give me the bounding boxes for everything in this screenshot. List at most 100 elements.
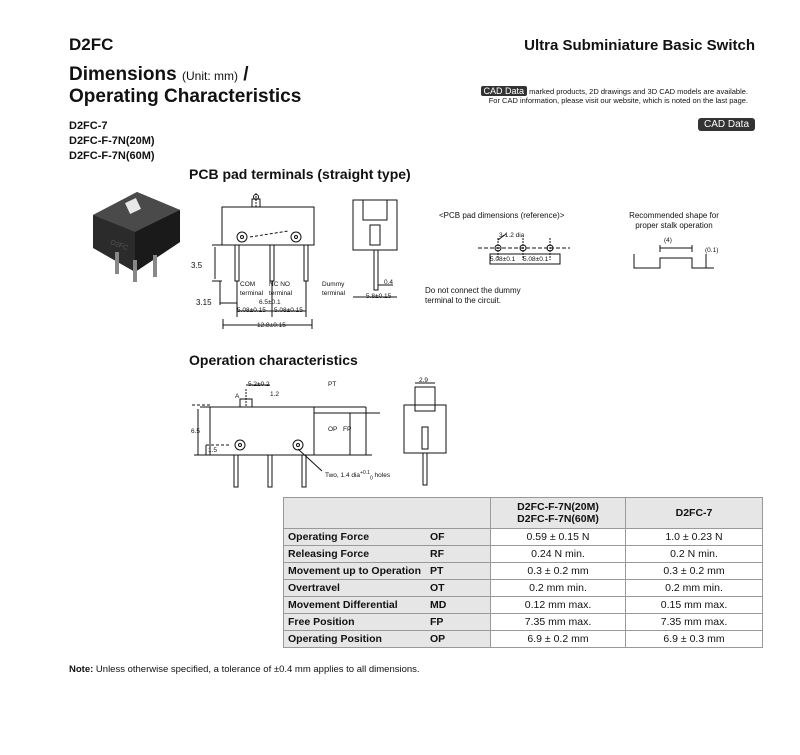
table-cell-abbr: OP xyxy=(426,630,491,648)
pcb-terminals-title: PCB pad terminals (straight type) xyxy=(189,166,411,182)
pcb-label-com: COM terminal xyxy=(240,280,263,298)
model-d2fc-f-7n-60m: D2FC-F-7N(60M) xyxy=(69,150,155,162)
table-cell-name: Movement up to Operation xyxy=(283,562,426,580)
pcb-label-no: NO xyxy=(280,281,290,288)
pcb-dim-6-5: 6.5±0.1 xyxy=(259,299,281,306)
table-cell-value-2: 0.2 mm min. xyxy=(625,579,763,597)
op-dim-6-5: 6.5 xyxy=(191,428,201,435)
table-cell-value-1: 6.9 ± 0.2 mm xyxy=(490,630,626,648)
table-cell-name: Operating Force xyxy=(283,528,426,546)
table-header-col1-line1: D2FC-F-7N(20M) xyxy=(517,501,599,513)
op-holes: Two, 1.4 dia+0.10 holes xyxy=(325,470,390,481)
op-dim-1-2: 1.2 xyxy=(270,391,280,398)
section-heading-dimensions: Dimensions (Unit: mm) / xyxy=(69,64,249,86)
pcb-dim-12-8-tol: ±0.15 xyxy=(269,322,286,329)
pcb-front-drawing xyxy=(212,193,315,329)
pad-dim-5-08a-tol: ±0.1 xyxy=(502,256,516,263)
table-cell-name: Free Position xyxy=(283,613,426,631)
table-cell-value-2: 0.15 mm max. xyxy=(625,596,763,614)
pcb-dim-5-08a-value: 5.08 xyxy=(237,307,250,314)
op-dim-1-5: 1.5 xyxy=(208,447,218,454)
op-dim-5-2-tol: ±0.2 xyxy=(257,381,270,388)
table-header-d2fc-7: D2FC-7 xyxy=(625,497,763,529)
table-cell-value-1: 0.24 N min. xyxy=(490,545,626,563)
document-title: Ultra Subminiature Basic Switch xyxy=(524,37,755,54)
pcb-dim-5-08b-value: 5.08 xyxy=(274,307,287,314)
heading-main: Dimensions xyxy=(69,64,177,85)
cad-data-badge[interactable]: CAD Data xyxy=(697,118,755,131)
model-d2fc-f-7n-20m: D2FC-F-7N(20M) xyxy=(69,135,155,147)
pad-dim-5-08b: 5.08±0.1 xyxy=(523,256,548,263)
cad-info-line1: CAD Data marked products, 2D drawings an… xyxy=(480,86,748,96)
table-header-blank xyxy=(283,497,491,529)
table-cell-name: Movement Differential xyxy=(283,596,426,614)
pcb-label-com-terminal: terminal xyxy=(240,290,264,297)
pcb-dim-0-4: 0.4 xyxy=(384,279,394,286)
table-cell-name: Operating Position xyxy=(283,630,426,648)
operation-characteristics-title: Operation characteristics xyxy=(189,352,358,368)
pad-dim-5-08a-value: 5.08 xyxy=(490,256,503,263)
heading-unit: (Unit: mm) xyxy=(181,69,238,83)
op-holes-text: Two, 1.4 dia xyxy=(325,472,361,480)
pad-note: Do not connect the dummy terminal to the… xyxy=(425,286,521,306)
op-dim-5-2-value: 5.2 xyxy=(248,381,258,388)
pad-dim-5-08b-tol: ±0.1 xyxy=(535,256,549,263)
cad-info-line2: For CAD information, please visit our we… xyxy=(488,96,748,105)
table-cell-value-1: 0.3 ± 0.2 mm xyxy=(490,562,626,580)
op-holes-tol-upper: +0.1 xyxy=(360,470,370,476)
pcb-dim-12-8: 12.8±0.15 xyxy=(257,322,286,329)
model-d2fc-7: D2FC-7 xyxy=(69,120,108,132)
table-cell-value-2: 6.9 ± 0.3 mm xyxy=(625,630,763,648)
table-cell-abbr: PT xyxy=(426,562,491,580)
table-cell-value-2: 7.35 mm max. xyxy=(625,613,763,631)
footnote-text: Unless otherwise specified, a tolerance … xyxy=(93,664,420,675)
table-header-col1-line2: D2FC-F-7N(60M) xyxy=(517,513,599,525)
table-cell-value-2: 1.0 ± 0.23 N xyxy=(625,528,763,546)
pcb-dim-5-08b-tol: ±0.15 xyxy=(286,307,303,314)
pcb-dim-5-8: 5.8±0.15 xyxy=(366,293,391,300)
table-cell-value-1: 7.35 mm max. xyxy=(490,613,626,631)
table-cell-value-2: 0.3 ± 0.2 mm xyxy=(625,562,763,580)
pcb-dim-5-08a-tol: ±0.15 xyxy=(249,307,266,314)
op-label-pt: PT xyxy=(328,381,337,388)
pcb-label-dummy-text: Dummy xyxy=(322,281,345,288)
footnote: Note: Unless otherwise specified, a tole… xyxy=(69,664,420,675)
op-dim-5-2: 5.2±0.2 xyxy=(248,381,270,388)
table-cell-abbr: MD xyxy=(426,596,491,614)
pcb-dim-5-8-tol: ±0.15 xyxy=(375,293,392,300)
stalk-dim-0-1: (0.1) xyxy=(705,247,719,254)
table-cell-abbr: FP xyxy=(426,613,491,631)
stalk-title-line2: proper stalk operation xyxy=(635,221,713,230)
table-cell-value-1: 0.12 mm max. xyxy=(490,596,626,614)
op-label-a: A xyxy=(235,393,240,400)
pcb-label-com-text: COM xyxy=(240,281,256,288)
table-cell-abbr: OF xyxy=(426,528,491,546)
stalk-dim-4: (4) xyxy=(664,237,672,244)
table-cell-name: Releasing Force xyxy=(283,545,426,563)
stalk-title-line1: Recommended shape for xyxy=(629,211,719,220)
pad-dim-5-08b-value: 5.08 xyxy=(523,256,536,263)
pcb-dim-5-08b: 5.08±0.15 xyxy=(274,307,303,314)
pcb-dim-6-5-tol: ±0.1 xyxy=(268,299,281,306)
heading-slash: / xyxy=(243,64,249,85)
pcb-dim-3-5: 3.5 xyxy=(191,261,203,270)
pad-dia: 3-1.2 dia xyxy=(499,232,525,239)
operation-side-drawing xyxy=(403,382,447,486)
product-code: D2FC xyxy=(69,35,114,54)
pcb-label-nc-no: NC NO terminal xyxy=(269,280,292,298)
cad-info-text1: marked products, 2D drawings and 3D CAD … xyxy=(529,87,748,96)
table-header-row: D2FC-F-7N(20M) D2FC-F-7N(60M) D2FC-7 xyxy=(283,497,763,529)
op-dim-2-9: 2.9 xyxy=(419,377,429,384)
table-cell-abbr: OT xyxy=(426,579,491,597)
pcb-label-nc-terminal: terminal xyxy=(269,290,293,297)
product-photo: D2FC xyxy=(93,192,180,282)
pcb-side-drawing xyxy=(352,199,398,298)
pad-note-line1: Do not connect the dummy xyxy=(425,286,521,295)
